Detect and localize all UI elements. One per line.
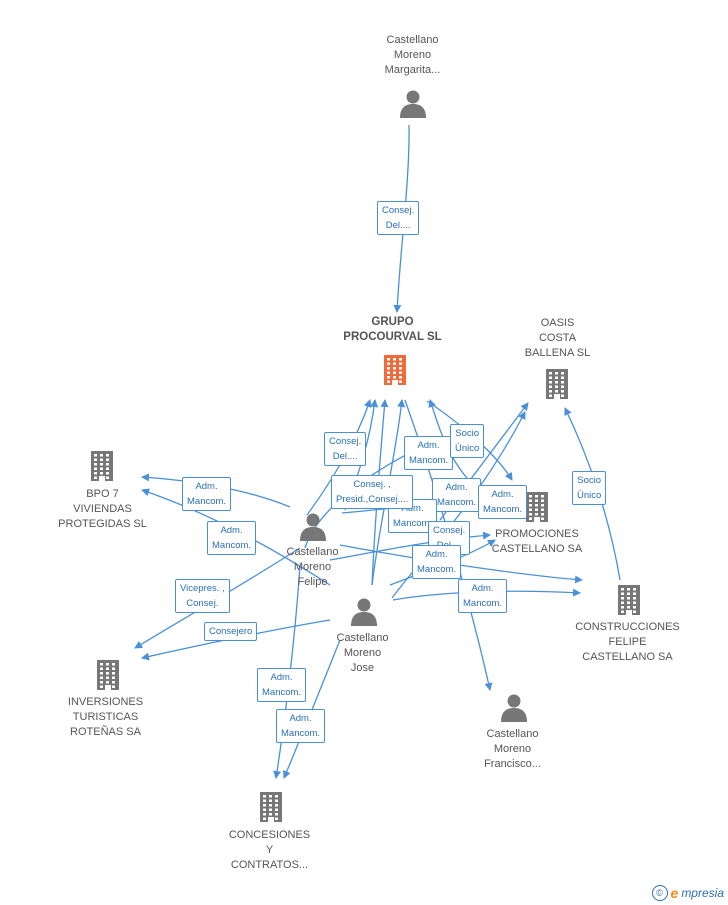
copyright-icon: ©: [651, 885, 668, 901]
person-icon[interactable]: [398, 88, 428, 123]
node-label-promociones[interactable]: PROMOCIONES CASTELLANO SA: [491, 528, 583, 555]
edge-label[interactable]: Consejero: [204, 622, 258, 641]
node-label-bpo[interactable]: BPO 7 VIVIENDAS PROTEGIDAS SL: [58, 488, 147, 530]
building-icon[interactable]: [524, 490, 550, 527]
edge-label[interactable]: Adm. Mancom.: [412, 545, 462, 579]
building-icon[interactable]: [544, 367, 570, 404]
edge-label[interactable]: Consej. Del....: [324, 432, 367, 466]
building-icon[interactable]: [382, 353, 408, 390]
person-icon[interactable]: [349, 596, 379, 631]
node-label-construcciones[interactable]: CONSTRUCCIONES FELIPE CASTELLANO SA: [575, 621, 680, 663]
building-icon[interactable]: [89, 449, 115, 486]
node-label-jose[interactable]: Castellano Moreno Jose: [336, 632, 389, 674]
person-icon[interactable]: [499, 692, 529, 727]
person-icon[interactable]: [298, 511, 328, 546]
node-label-felipe[interactable]: Castellano Moreno Felipe: [286, 546, 339, 588]
node-label-grupo[interactable]: GRUPO PROCOURVAL SL: [343, 316, 442, 343]
node-label-inversiones[interactable]: INVERSIONES TURISTICAS ROTEÑAS SA: [67, 696, 144, 738]
edge-label[interactable]: Adm. Mancom.: [182, 477, 232, 511]
edge-label[interactable]: Adm. Mancom.: [404, 436, 454, 470]
edge-label[interactable]: Socio Único: [450, 424, 485, 458]
node-label-francisco[interactable]: Castellano Moreno Francisco...: [484, 728, 541, 770]
edge-label[interactable]: Socio Único: [572, 471, 607, 505]
building-icon[interactable]: [616, 583, 642, 620]
edge-label[interactable]: Vicepres. , Consej.: [175, 579, 230, 613]
edge-label[interactable]: Adm. Mancom.: [458, 579, 508, 613]
node-label-margarita[interactable]: Castellano Moreno Margarita...: [384, 34, 441, 76]
edge-label[interactable]: Consej. Del....: [377, 201, 420, 235]
building-icon[interactable]: [95, 658, 121, 695]
node-label-oasis[interactable]: OASIS COSTA BALLENA SL: [524, 317, 591, 359]
edge-line: [339, 544, 583, 584]
brand-initial: e: [670, 885, 679, 901]
edge-label[interactable]: Consej. , Presid.,Consej....: [331, 475, 414, 509]
edge-label[interactable]: Adm. Mancom.: [207, 521, 257, 555]
brand-name: mpresia: [681, 886, 724, 900]
edge-label[interactable]: Adm. Mancom.: [276, 709, 326, 743]
building-icon[interactable]: [258, 790, 284, 827]
edge-label[interactable]: Adm. Mancom.: [478, 485, 528, 519]
node-label-concesiones[interactable]: CONCESIONES Y CONTRATOS...: [228, 829, 311, 871]
edge-label[interactable]: Adm. Mancom.: [257, 668, 307, 702]
edge-label[interactable]: Adm. Mancom.: [432, 478, 482, 512]
